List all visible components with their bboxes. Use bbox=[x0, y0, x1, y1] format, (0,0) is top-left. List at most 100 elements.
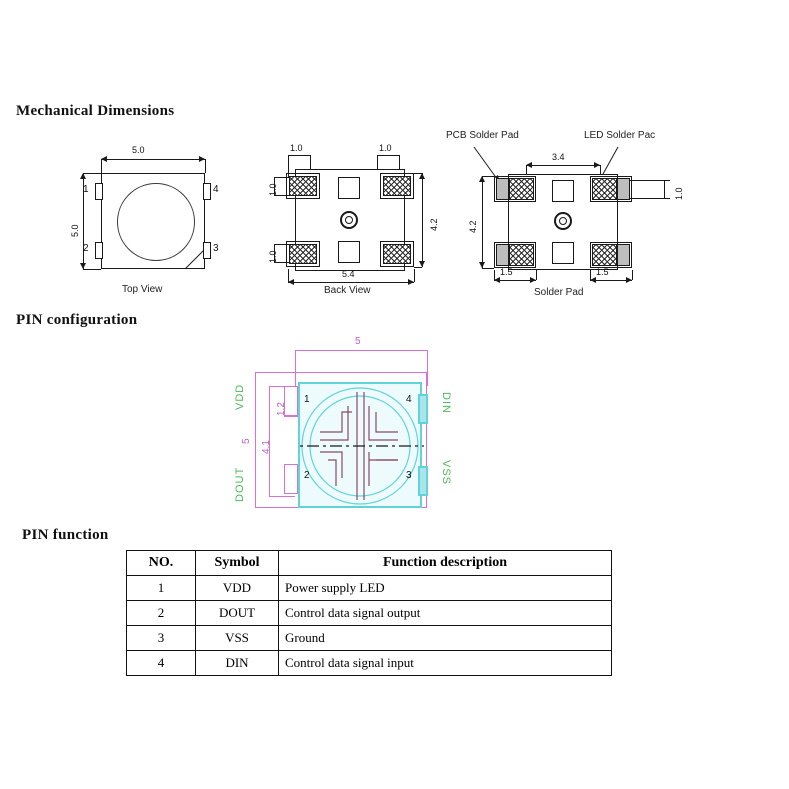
pinconf-label-din: DIN bbox=[440, 392, 452, 414]
solder-led-pad-bl bbox=[509, 244, 534, 266]
ext-line-tr bbox=[205, 159, 206, 173]
pcb-solder-pad-label: PCB Solder Pad bbox=[446, 130, 519, 141]
back-ext-b2 bbox=[414, 269, 415, 282]
solder-led-pad-br bbox=[592, 244, 617, 266]
arrow-up-left bbox=[80, 173, 86, 179]
back-dim-tr bbox=[377, 155, 399, 156]
pinconf-inner-tall-dim: 4.1 bbox=[261, 440, 272, 454]
cell-symbol: DOUT bbox=[195, 600, 279, 626]
section-title-pin-function: PIN function bbox=[22, 527, 109, 543]
solder-dim-line-left bbox=[482, 176, 483, 268]
back-dim-line-right bbox=[422, 173, 423, 267]
table-header-row: NO. Symbol Function description bbox=[126, 550, 612, 576]
solder-pad-frame-tl bbox=[494, 176, 536, 202]
back-solder-pad-tr bbox=[383, 176, 411, 196]
pinconf-die-pattern-icon bbox=[298, 387, 424, 505]
table-row: 2 DOUT Control data signal output bbox=[126, 600, 612, 626]
table-row: 3 VSS Ground bbox=[126, 625, 612, 651]
back-ext-r1 bbox=[414, 173, 422, 174]
back-ext-tr-b bbox=[399, 155, 400, 177]
lens-circle bbox=[117, 183, 195, 261]
solder-arrow-up-left bbox=[479, 176, 485, 182]
cell-symbol: DIN bbox=[195, 650, 279, 676]
top-view-pin-1: 1 bbox=[83, 184, 89, 195]
pinconf-label-dout: DOUT bbox=[234, 466, 246, 502]
back-ext-tl-a bbox=[288, 155, 289, 177]
pinconf-top-dim: 5 bbox=[355, 336, 361, 347]
solder-pad-frame-tr bbox=[590, 176, 632, 202]
solder-ext-br1 bbox=[590, 270, 591, 280]
led-solder-pad-label: LED Solder Pac bbox=[584, 130, 656, 141]
back-dim-tl bbox=[288, 155, 310, 156]
section-title-mechanical-dimensions: Mechanical Dimensions bbox=[16, 103, 175, 119]
arrow-left-top bbox=[101, 156, 107, 162]
cell-desc: Control data signal input bbox=[278, 650, 612, 676]
solder-led-pad-tl bbox=[509, 178, 534, 200]
solder-arrow-left-bl bbox=[494, 277, 500, 283]
solder-bottom-right-dim: 1.5 bbox=[596, 267, 609, 277]
solder-pcb-pad-tl bbox=[496, 178, 509, 200]
top-view-pin-4: 4 bbox=[213, 184, 219, 195]
solder-top-dim: 3.4 bbox=[552, 152, 565, 162]
top-view-height-dim: 5.0 bbox=[70, 224, 80, 237]
solder-pad-frame-br bbox=[590, 242, 632, 268]
solder-center-square-top bbox=[552, 180, 574, 202]
solder-pad-diagram: PCB Solder Pad LED Solder Pac 3.4 bbox=[446, 130, 686, 305]
solder-pcb-pad-bl bbox=[496, 244, 509, 266]
pinconf-pad-outline-bottom bbox=[284, 464, 298, 494]
pin-tab-1 bbox=[95, 183, 103, 200]
arrow-down-left bbox=[80, 263, 86, 269]
dim-line-top bbox=[101, 159, 205, 160]
back-dim-l2 bbox=[274, 244, 275, 262]
back-arrow-right-bottom bbox=[408, 279, 414, 285]
back-pad-frame-br bbox=[380, 241, 414, 267]
table-row: 4 DIN Control data signal input bbox=[126, 650, 612, 676]
back-view-width-dim: 5.4 bbox=[342, 269, 355, 279]
pinconf-pin-2: 2 bbox=[304, 470, 310, 481]
top-view-caption: Top View bbox=[122, 284, 163, 295]
ext-line-tl bbox=[101, 159, 102, 173]
cell-no: 4 bbox=[126, 650, 196, 676]
back-pad-tr-width-dim: 1.0 bbox=[379, 143, 392, 153]
back-pad-tl-width-dim: 1.0 bbox=[290, 143, 303, 153]
solder-pad-frame-bl bbox=[494, 242, 536, 268]
solder-arrow-right-top bbox=[594, 162, 600, 168]
back-dim-l1 bbox=[274, 177, 275, 195]
back-solder-pad-br bbox=[383, 244, 411, 264]
dim-line-left bbox=[83, 173, 84, 269]
solder-arrow-right-br bbox=[626, 277, 632, 283]
solder-arrow-down-left bbox=[479, 262, 485, 268]
solder-dim-line-br bbox=[590, 280, 632, 281]
solder-led-pad-tr bbox=[592, 178, 617, 200]
pinconf-ext-41-top bbox=[269, 386, 295, 387]
pinconf-ext-12-bot bbox=[284, 416, 298, 417]
pinconf-pad-outline-top bbox=[284, 386, 298, 416]
solder-ext-l1 bbox=[482, 176, 494, 177]
back-solder-pad-bl bbox=[289, 244, 317, 264]
solder-ext-r-bot bbox=[630, 198, 670, 199]
cell-desc: Power supply LED bbox=[278, 575, 612, 601]
back-arrow-up-right bbox=[419, 173, 425, 179]
pinconf-pin-tab-3 bbox=[418, 466, 428, 496]
back-view-caption: Back View bbox=[324, 285, 371, 296]
back-pad-frame-bl bbox=[286, 241, 320, 267]
pinconf-ext-top-right bbox=[427, 350, 428, 386]
ext-line-lt bbox=[83, 173, 101, 174]
header-no: NO. bbox=[126, 550, 196, 576]
top-view-width-dim: 5.0 bbox=[132, 145, 145, 155]
ext-line-lb bbox=[83, 269, 101, 270]
back-arrow-left-bottom bbox=[288, 279, 294, 285]
pinconf-dim-line-41 bbox=[269, 386, 270, 496]
solder-dim-line-right bbox=[664, 180, 665, 198]
solder-pad-caption: Solder Pad bbox=[534, 287, 584, 298]
back-view-height-dim: 4.2 bbox=[429, 218, 439, 231]
back-ext-tl-b bbox=[310, 155, 311, 177]
solder-ext-br2 bbox=[632, 270, 633, 280]
back-center-donut-icon bbox=[340, 211, 358, 229]
back-arrow-down-right bbox=[419, 261, 425, 267]
pinconf-label-vdd: VDD bbox=[234, 383, 246, 410]
arrow-right-top bbox=[199, 156, 205, 162]
back-center-square-bottom bbox=[338, 241, 360, 263]
pinconf-left-outer-dim: 5 bbox=[241, 438, 252, 444]
